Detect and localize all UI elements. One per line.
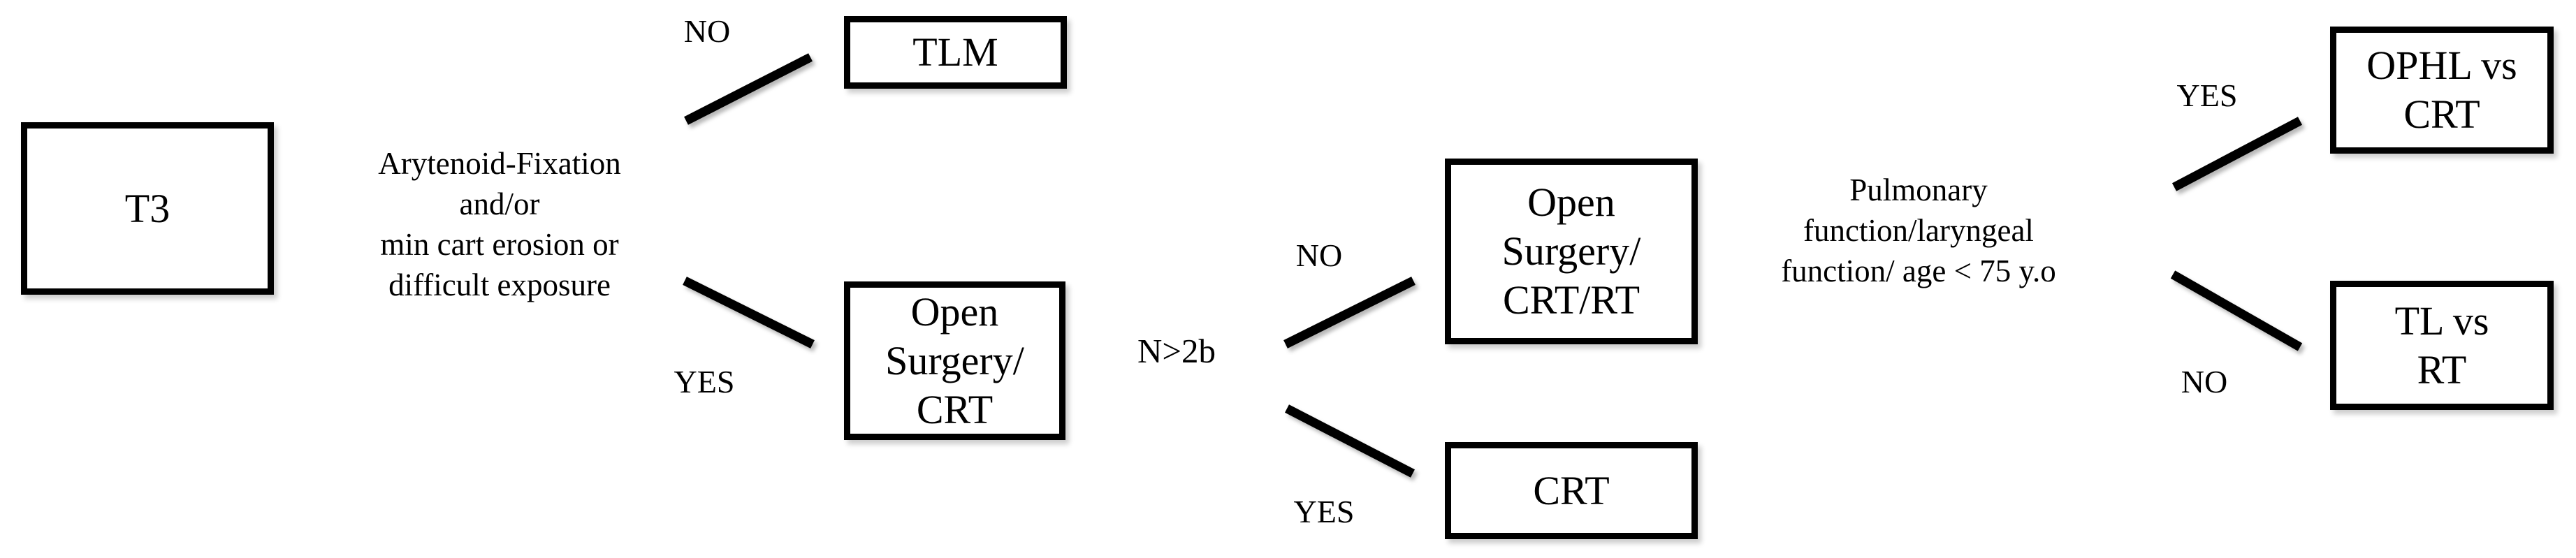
branch-line-n2b-no (1283, 277, 1416, 348)
node-box-ophl-vs-crt: OPHL vs CRT (2330, 27, 2554, 154)
branch-line-n2b-yes (1285, 404, 1415, 478)
branch-label-n2b-yes: YES (1293, 494, 1355, 529)
decision-text-n-greater-2b: N>2b (1137, 332, 1216, 370)
branch-line-pulmonary-no (2170, 270, 2303, 351)
decision-text-pulmonary-function: Pulmonary function/laryngeal function/ a… (1781, 172, 2056, 288)
branch-line-pulmonary-yes (2171, 117, 2303, 191)
node-box-t3: T3 (21, 122, 274, 295)
decision-text-arytenoid-fixation: Arytenoid-Fixation and/or min cart erosi… (378, 146, 621, 302)
node-box-tl-vs-rt: TL vs RT (2330, 281, 2554, 410)
branch-label-n2b-no: NO (1295, 237, 1343, 273)
branch-label-arytenoid-yes: YES (674, 364, 735, 399)
branch-label-pulmonary-yes: YES (2176, 78, 2238, 113)
branch-label-arytenoid-no: NO (683, 13, 731, 49)
node-box-crt: CRT (1445, 442, 1698, 539)
branch-line-arytenoid-yes (683, 277, 815, 348)
node-box-open-surgery-crt: Open Surgery/ CRT (844, 281, 1065, 440)
branch-line-arytenoid-no (684, 53, 813, 125)
node-box-open-surgery-crt-rt: Open Surgery/ CRT/RT (1445, 159, 1698, 344)
node-box-tlm: TLM (844, 16, 1067, 89)
branch-label-pulmonary-no: NO (2181, 364, 2228, 399)
